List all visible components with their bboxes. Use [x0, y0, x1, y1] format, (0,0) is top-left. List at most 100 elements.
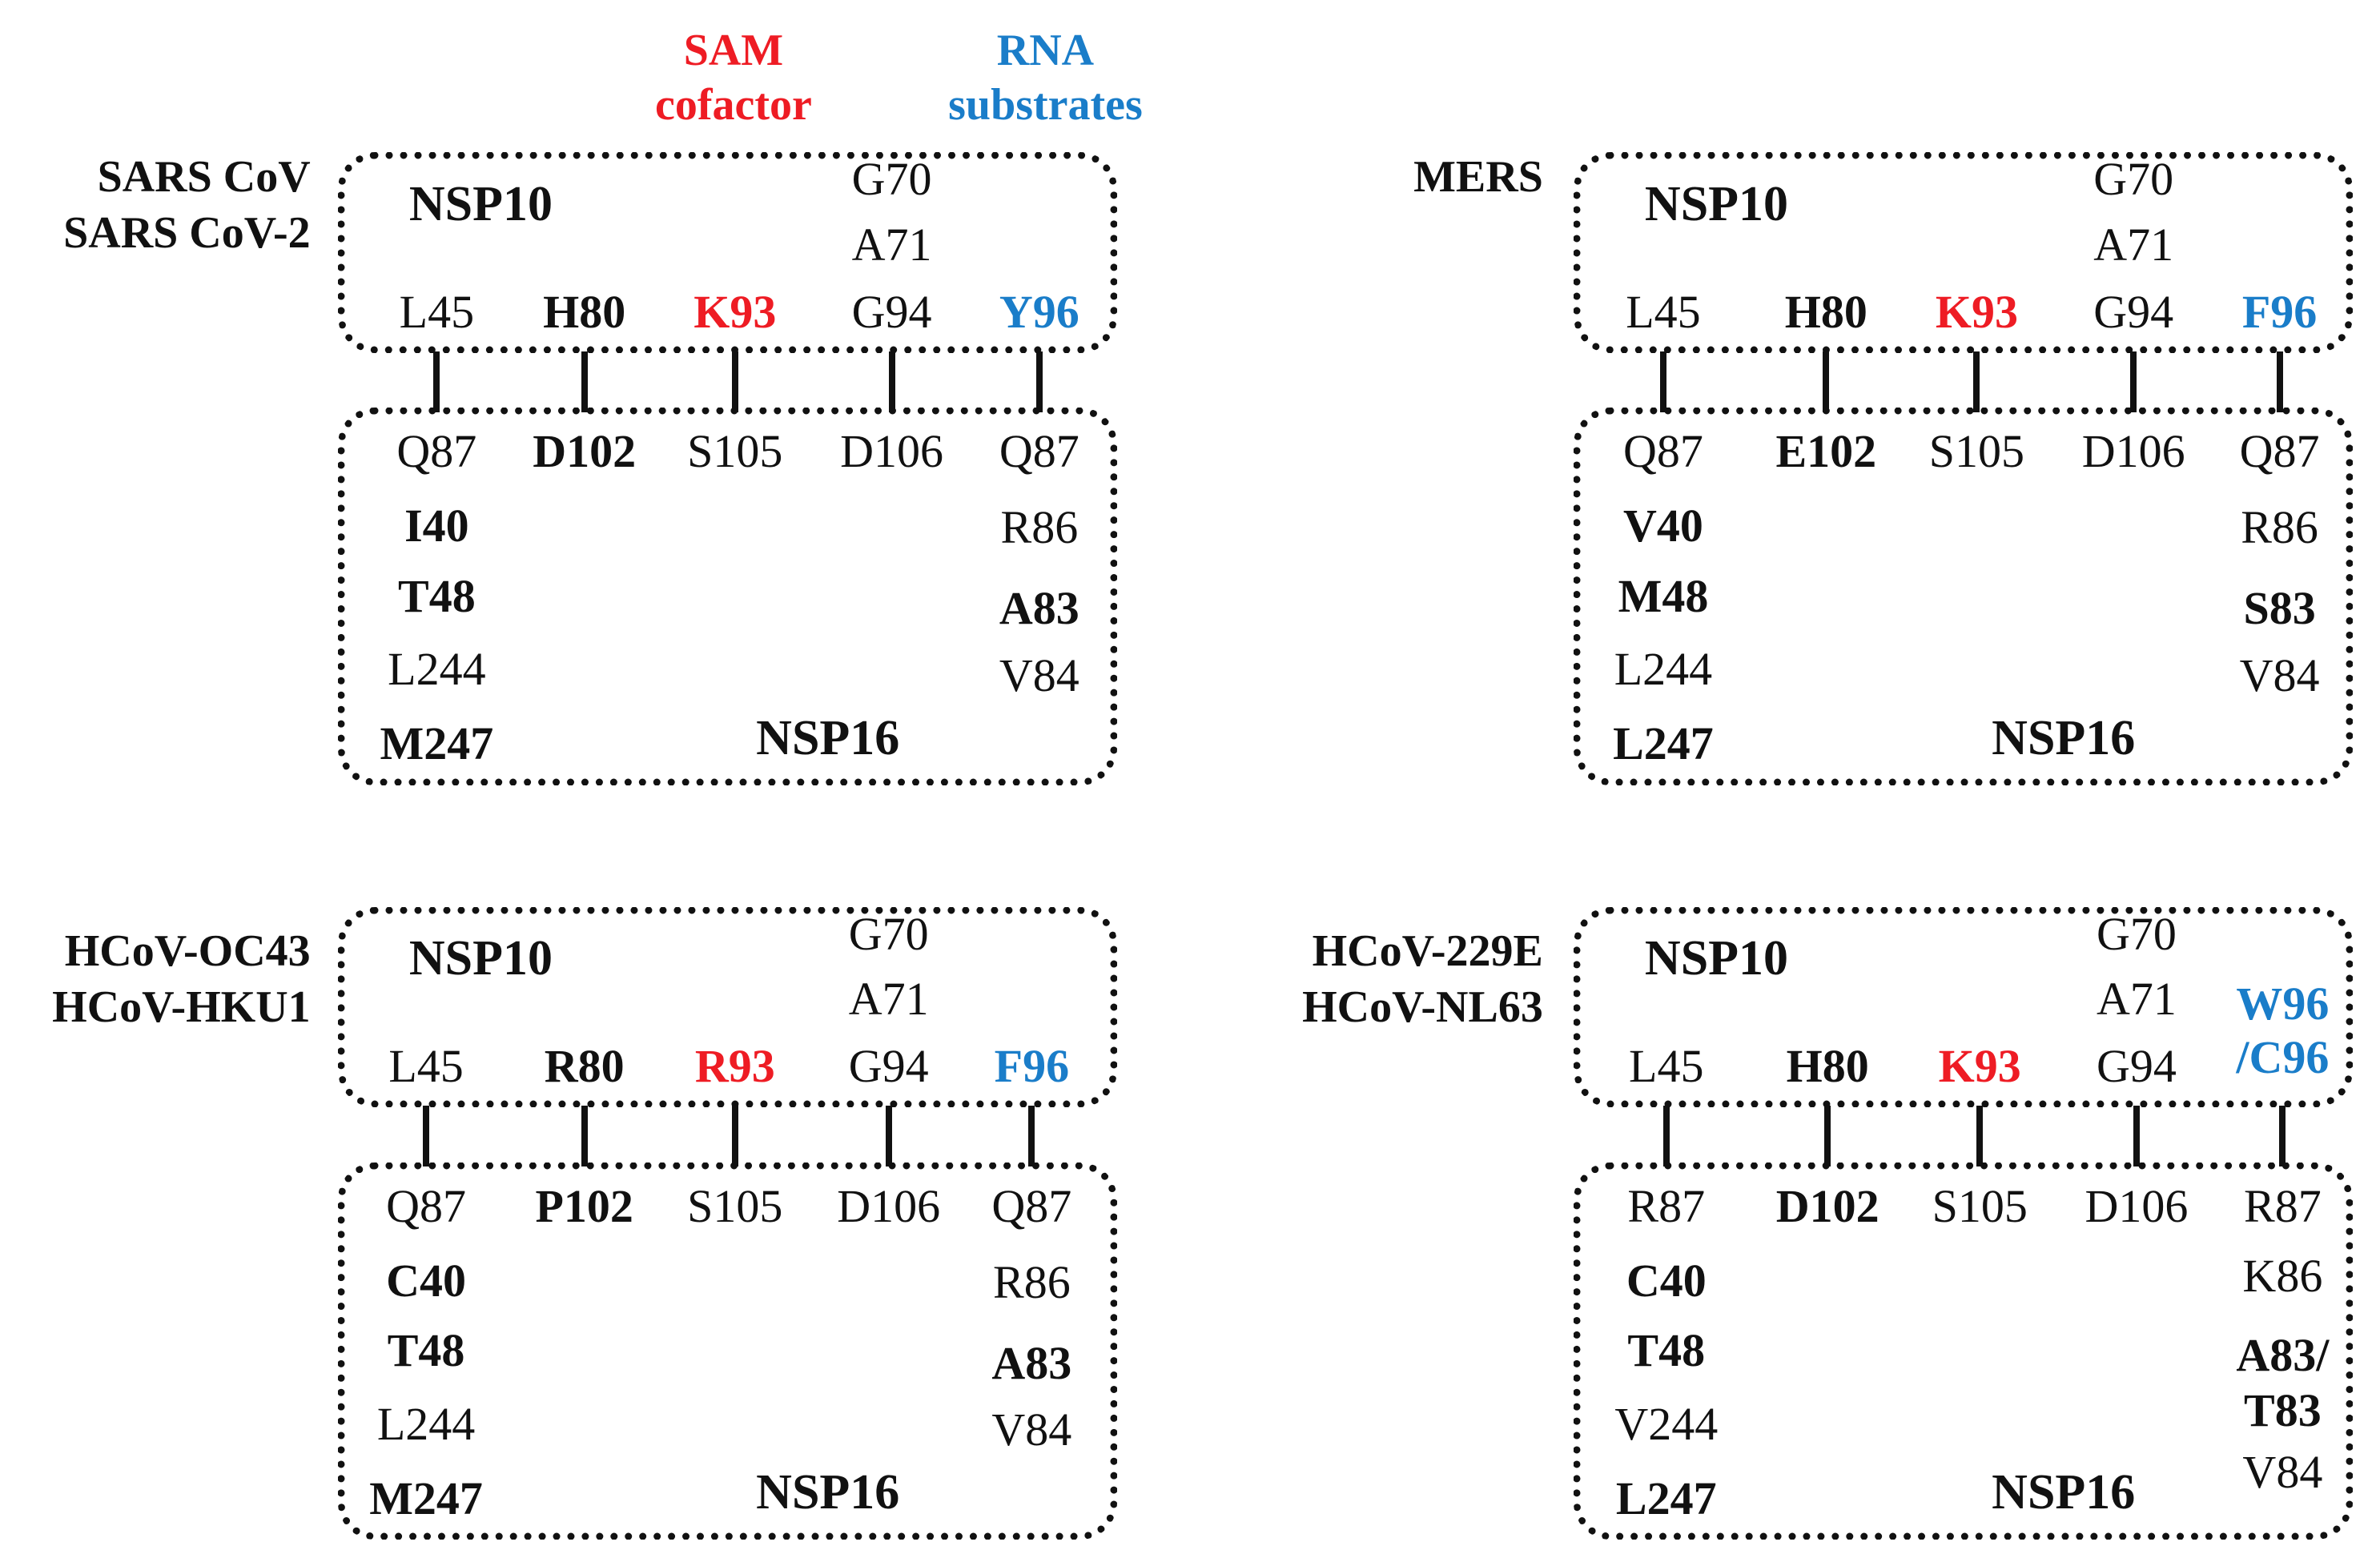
nsp10-residue: G70: [2097, 907, 2177, 960]
nsp16-residue: D106: [2085, 1179, 2189, 1232]
nsp16-title: NSP16: [1992, 1465, 2136, 1520]
nsp10-residue: R80: [544, 1040, 625, 1093]
nsp16-residue: Q87: [991, 1179, 1072, 1232]
nsp10-box: [1573, 906, 2353, 1108]
nsp10-residue: G70: [848, 907, 929, 960]
interaction-line: [2130, 351, 2137, 412]
nsp10-box: [337, 152, 1117, 353]
interaction-line: [433, 351, 440, 412]
nsp10-residue: H80: [1784, 285, 1867, 338]
nsp16-title: NSP16: [1992, 710, 2136, 765]
nsp10-residue: A71: [2097, 973, 2177, 1026]
virus-label: HCoV-OC43: [64, 926, 311, 977]
nsp16-residue: Q87: [1623, 425, 1703, 478]
legend-rna-line1: RNA: [996, 25, 1095, 75]
interaction-line: [731, 1106, 738, 1167]
nsp10-residue-rna: /C96: [2236, 1030, 2330, 1083]
virus-label: MERS: [1413, 152, 1543, 203]
nsp16-title: NSP16: [756, 1465, 900, 1520]
nsp16-residue: M247: [380, 717, 494, 770]
interaction-line: [2133, 1106, 2140, 1167]
virus-label-group: MERS: [1413, 149, 1543, 205]
nsp16-residue: L247: [1615, 1472, 1717, 1524]
nsp10-title: NSP10: [1644, 931, 1789, 986]
interaction-line: [1662, 1106, 1670, 1167]
nsp10-residue: R93: [694, 1040, 775, 1093]
interaction-line: [1824, 1106, 1831, 1167]
nsp10-residue: K93: [1935, 285, 2018, 338]
nsp10-residue: H80: [1786, 1040, 1869, 1093]
nsp16-residue: L247: [1613, 717, 1714, 770]
virus-label: SARS CoV-2: [63, 208, 311, 259]
nsp16-residue: V84: [991, 1403, 1072, 1456]
nsp16-residue: R87: [1627, 1179, 1706, 1232]
nsp16-residue: E102: [1775, 425, 1877, 478]
nsp10-residue: G94: [2093, 285, 2174, 338]
nsp10-title: NSP10: [408, 931, 553, 986]
nsp16-residue: S83: [2243, 582, 2316, 635]
nsp16-residue: V84: [999, 648, 1079, 701]
interaction-line: [1976, 1106, 1984, 1167]
nsp16-residue: R87: [2244, 1179, 2322, 1232]
nsp10-residue: K93: [1938, 1040, 2021, 1093]
virus-label: HCoV-HKU1: [52, 982, 311, 1033]
interaction-line: [581, 1106, 588, 1167]
nsp16-residue: R86: [993, 1255, 1071, 1308]
nsp16-residue: S105: [1932, 1179, 2028, 1232]
nsp10-residue: G94: [851, 285, 932, 338]
nsp10-title: NSP10: [408, 176, 553, 231]
nsp16-residue: L244: [1614, 643, 1713, 696]
nsp10-title: NSP10: [1644, 176, 1789, 231]
interaction-line: [1035, 351, 1043, 412]
nsp16-residue: M247: [369, 1472, 483, 1524]
nsp16-residue: T48: [387, 1324, 465, 1377]
nsp16-residue: Q87: [386, 1179, 467, 1232]
nsp16-title: NSP16: [756, 710, 900, 765]
nsp10-box: [1573, 152, 2353, 353]
nsp16-residue: L244: [376, 1397, 476, 1450]
interaction-line: [731, 351, 738, 412]
interaction-line: [423, 1106, 430, 1167]
nsp10-residue: L45: [1626, 285, 1701, 338]
nsp16-residue: S105: [687, 425, 783, 478]
nsp16-residue: D106: [2081, 425, 2185, 478]
nsp16-residue: T48: [398, 569, 476, 622]
nsp16-residue: I40: [404, 500, 469, 552]
legend-rna-line2: substrates: [948, 79, 1143, 130]
legend-sam-line2: cofactor: [654, 79, 812, 130]
nsp16-residue: V40: [1623, 500, 1703, 552]
virus-label: SARS CoV: [97, 152, 311, 203]
nsp16-residue: P102: [535, 1179, 633, 1232]
interaction-line: [888, 351, 895, 412]
nsp16-residue: C40: [386, 1255, 467, 1307]
nsp16-box: [337, 408, 1117, 785]
nsp16-residue: S105: [1928, 425, 2025, 478]
nsp10-residue: L45: [399, 285, 475, 338]
nsp16-residue: Q87: [396, 425, 477, 478]
nsp16-residue: M48: [1618, 569, 1709, 622]
nsp16-residue: D102: [533, 425, 637, 478]
nsp10-box: [337, 906, 1117, 1108]
nsp16-residue: V84: [2239, 648, 2320, 701]
nsp16-residue: S105: [687, 1179, 783, 1232]
nsp16-residue: V244: [1614, 1397, 1719, 1450]
nsp16-residue: C40: [1626, 1255, 1707, 1307]
nsp16-residue: K86: [2242, 1250, 2323, 1303]
nsp10-residue: F96: [994, 1040, 1070, 1093]
nsp10-residue: H80: [543, 285, 626, 338]
nsp16-residue: D106: [837, 1179, 941, 1232]
nsp10-residue: L45: [388, 1040, 464, 1093]
nsp16-box: [1573, 1162, 2353, 1540]
nsp16-box: [337, 1162, 1117, 1540]
nsp10-residue: L45: [1629, 1040, 1704, 1093]
nsp10-residue: K93: [693, 285, 777, 338]
nsp16-residue: R86: [1000, 501, 1079, 554]
nsp16-residue: A83/: [2236, 1329, 2330, 1382]
nsp16-residue: T48: [1627, 1324, 1706, 1377]
interaction-line: [1823, 351, 1830, 412]
